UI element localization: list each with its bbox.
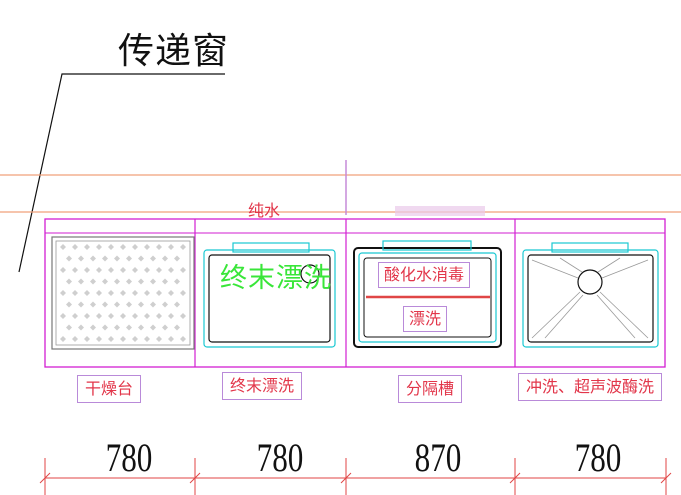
drying-rack-pattern	[60, 244, 186, 342]
caption-wash: 冲洗、超声波酶洗	[518, 373, 663, 401]
final-rinse-inner-label: 终末漂洗	[220, 263, 332, 294]
dimension-ticks	[39, 458, 672, 495]
separator-sink-inner	[363, 257, 492, 338]
cabinet-outline	[44, 218, 666, 368]
separator-sink-mid	[358, 252, 497, 343]
rinse-sink-tap	[232, 242, 310, 253]
dimension-final-rinse: 780	[256, 435, 304, 480]
wash-sink-outer	[522, 249, 659, 348]
wash-sink-ribs	[531, 257, 649, 339]
drying-rack-inner	[55, 240, 191, 346]
dimension-wash: 780	[574, 435, 622, 480]
separator-sink-tap	[382, 240, 472, 251]
wash-sink-tap	[551, 242, 629, 253]
riser-blur	[395, 206, 485, 216]
rinse-smudge	[214, 300, 326, 336]
dimension-dry: 780	[105, 435, 153, 480]
rinse-sink-outer	[203, 249, 336, 348]
acid-water-label: 酸化水消毒	[378, 262, 471, 288]
rinse-drain	[300, 264, 320, 284]
pure-water-label: 纯水	[248, 201, 281, 220]
dimension-separator: 870	[414, 435, 462, 480]
caption-final-rinse: 终末漂洗	[222, 372, 303, 400]
rinse-label: 漂洗	[403, 306, 448, 332]
title-leader-line	[18, 73, 225, 273]
wash-drain	[577, 269, 603, 295]
caption-separator: 分隔槽	[398, 375, 463, 403]
separator-sink-outer	[353, 247, 502, 348]
wash-sink-inner	[527, 254, 654, 343]
title-pass-through-window: 传递窗	[118, 31, 230, 72]
caption-dry-table: 干燥台	[77, 375, 142, 403]
rinse-sink-inner	[208, 254, 331, 343]
